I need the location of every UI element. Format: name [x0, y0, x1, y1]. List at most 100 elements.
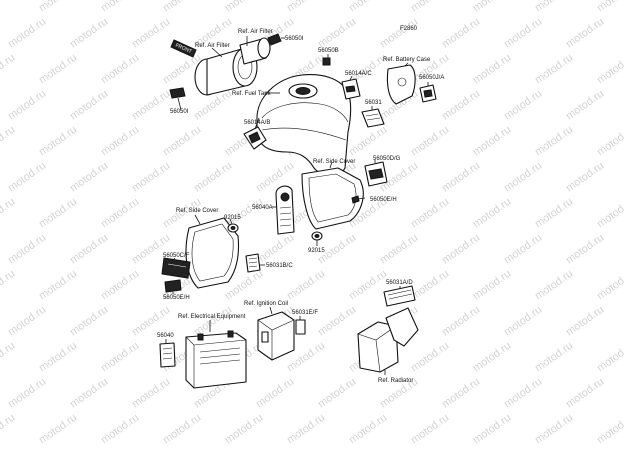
watermark-text: motod.ru [533, 412, 575, 447]
label-56031ef: 56031E/F [292, 310, 318, 316]
watermark-text: motod.ru [0, 268, 17, 303]
label-56050eh-right-part [351, 195, 360, 204]
watermark-text: motod.ru [440, 160, 482, 195]
label-56050ja-part [419, 84, 437, 103]
label-56050b: 56050B [318, 48, 339, 54]
watermark-text: motod.ru [564, 88, 606, 123]
watermark-text: motod.ru [68, 160, 110, 195]
watermark-text: motod.ru [37, 340, 79, 375]
grommet-92015-right [311, 231, 323, 241]
watermark-text: motod.ru [223, 0, 265, 14]
watermark-text: motod.ru [254, 376, 296, 411]
label-92015-right: 92015 [308, 248, 325, 254]
label-ref-battery-case: Ref. Battery Case [383, 57, 431, 63]
watermark-text: motod.ru [130, 376, 172, 411]
watermark-text: motod.ru [68, 232, 110, 267]
watermark-text: motod.ru [6, 304, 48, 339]
watermark-text: motod.ru [595, 268, 625, 303]
watermark-text: motod.ru [409, 196, 451, 231]
label-56050i-top-part [267, 33, 282, 46]
watermark-text: motod.ru [37, 412, 79, 447]
watermark-text: motod.ru [316, 376, 358, 411]
watermark-text: motod.ru [6, 160, 48, 195]
watermark-text: motod.ru [37, 124, 79, 159]
watermark-text: motod.ru [0, 196, 17, 231]
label-56050i-left: 56050I [170, 109, 189, 115]
watermark-text: motod.ru [99, 124, 141, 159]
watermark-text: motod.ru [564, 232, 606, 267]
air-filter-element [194, 47, 258, 96]
watermark-text: motod.ru [533, 196, 575, 231]
label-56040a-part [275, 185, 295, 235]
watermark-text: motod.ru [285, 412, 327, 447]
watermark-text: motod.ru [502, 160, 544, 195]
watermark-text: motod.ru [285, 0, 327, 14]
watermark-text: motod.ru [37, 268, 79, 303]
label-56050b-part [322, 57, 331, 66]
watermark-text: motod.ru [471, 196, 513, 231]
label-56014ac-part [341, 78, 361, 100]
radiator-shroud [357, 307, 419, 373]
watermark-text: motod.ru [595, 340, 625, 375]
label-ref-ignition-coil: Ref. Ignition Coil [244, 301, 288, 307]
watermark-text: motod.ru [440, 376, 482, 411]
label-56040a: 56040A [252, 205, 273, 211]
watermark-text: motod.ru [471, 52, 513, 87]
callout-labels: F2860 Ref. Air Filter Ref. Air Filter 56… [157, 26, 444, 384]
watermark-text: motod.ru [285, 268, 327, 303]
label-56050eh-right: 56050E/H [370, 197, 397, 203]
label-56014ab: 56014A/B [244, 120, 270, 126]
watermark-text: motod.ru [502, 376, 544, 411]
ignition-coil [257, 311, 295, 361]
watermark-text: motod.ru [502, 16, 544, 51]
label-ref-radiator: Ref. Radiator [378, 378, 413, 384]
watermark-text: motod.ru [347, 268, 389, 303]
label-56050cf-part [161, 257, 191, 279]
leader-lines [165, 36, 429, 375]
watermark-text: motod.ru [533, 124, 575, 159]
watermark-text: motod.ru [6, 232, 48, 267]
label-56050i-left-part [169, 87, 186, 99]
watermark-text: motod.ru [533, 268, 575, 303]
grommet-92015-left [227, 223, 239, 233]
label-ref-air-filter-left: Ref. Air Filter [195, 43, 230, 49]
watermark-text: motod.ru [347, 0, 389, 14]
watermark-text: motod.ru [192, 160, 234, 195]
watermark-text: motod.ru [0, 340, 17, 375]
label-56050cf: 56050C/F [163, 253, 190, 259]
watermark-text: motod.ru [502, 304, 544, 339]
watermark-text: motod.ru [37, 0, 79, 14]
watermark-text: motod.ru [595, 412, 625, 447]
label-56014ac: 56014A/C [345, 71, 372, 77]
label-ref-air-filter-top: Ref. Air Filter [238, 29, 273, 35]
watermark-text: motod.ru [409, 0, 451, 14]
watermark-text: motod.ru [68, 304, 110, 339]
watermark-text: motod.ru [502, 232, 544, 267]
watermark-text: motod.ru [595, 196, 625, 231]
watermark-text: motod.ru [409, 340, 451, 375]
watermark-text: motod.ru [0, 124, 17, 159]
watermark-text: motod.ru [564, 16, 606, 51]
watermark-text: motod.ru [6, 376, 48, 411]
watermark-text: motod.ru [471, 124, 513, 159]
label-56031bc-part [245, 253, 261, 273]
label-56031: 56031 [365, 100, 382, 106]
watermark-text: motod.ru [254, 232, 296, 267]
label-ref-side-cover-right: Ref. Side Cover [313, 159, 355, 165]
label-56050i-top: 56050I [285, 36, 304, 42]
watermark-text: motod.ru [595, 124, 625, 159]
watermark-text: motod.ru [440, 232, 482, 267]
label-56050ja: 56050J/A [419, 75, 444, 81]
watermark-text: motod.ru [161, 124, 203, 159]
label-56040: 56040 [157, 333, 174, 339]
watermark-text: motod.ru [564, 304, 606, 339]
watermark-text: motod.ru [347, 412, 389, 447]
watermark-text: motod.ru [161, 412, 203, 447]
watermark-text: motod.ru [0, 52, 17, 87]
watermark-text: motod.ru [564, 376, 606, 411]
label-56050eh-left: 56050E/H [163, 295, 190, 301]
label-56014ab-part [243, 126, 267, 150]
figure-code: F2860 [400, 26, 418, 32]
